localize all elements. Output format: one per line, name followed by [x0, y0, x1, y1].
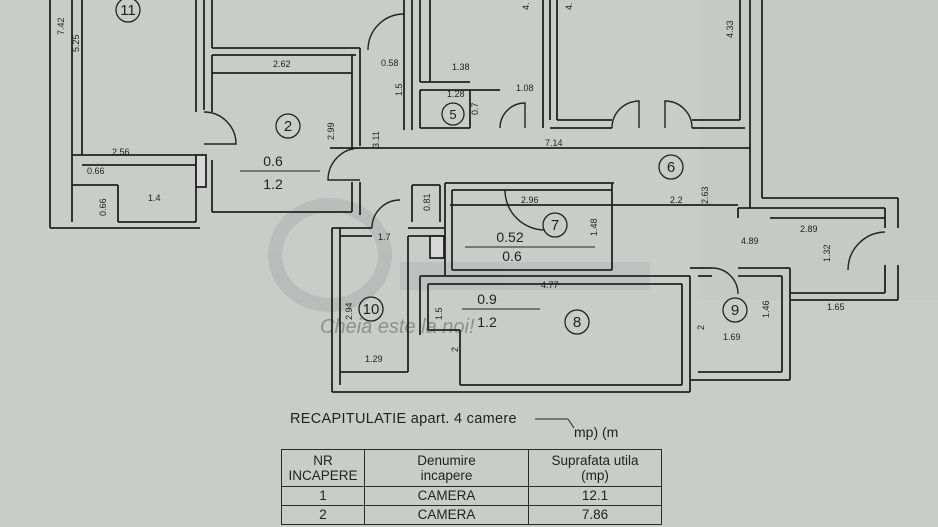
dim-label: 4.	[521, 2, 531, 10]
window-label: 0.6	[502, 248, 522, 264]
window-label: 0.9	[477, 291, 497, 307]
room-number-7: 7	[551, 217, 559, 234]
dim-label: 1.4	[148, 193, 161, 203]
cell-name: CAMERA	[364, 486, 529, 506]
dim-label: 1.29	[365, 354, 383, 364]
room-number-6: 6	[667, 159, 675, 176]
room-summary-table: NR INCAPERE Denumire incapere Suprafata …	[281, 449, 662, 525]
dim-label: 1.7	[378, 232, 391, 242]
recap-units: mp) (m	[574, 424, 619, 440]
room-number-11: 11	[120, 2, 136, 19]
cell-nr: 2	[281, 505, 365, 525]
cell-name: CAMERA	[364, 505, 529, 525]
dim-label: 5.25	[71, 34, 81, 52]
dim-label: 1.08	[516, 83, 534, 93]
dim-label: 1.69	[723, 332, 741, 342]
dim-label: 2.99	[326, 122, 336, 140]
dim-label: 4.89	[741, 236, 759, 246]
dim-label: 4.33	[725, 20, 735, 38]
dim-label: 0.66	[98, 198, 108, 216]
header-area: Suprafata utila (mp)	[528, 449, 662, 487]
dim-label: 2.2	[670, 195, 683, 205]
cell-nr: 1	[281, 486, 365, 506]
cell-area: 7.86	[528, 505, 662, 525]
dim-label: 7.42	[56, 17, 66, 35]
room-number-5: 5	[449, 107, 456, 122]
dim-label: 0.81	[422, 193, 432, 211]
door-swings	[203, 13, 886, 295]
cell-area: 12.1	[528, 486, 662, 506]
dim-label: 4.	[564, 2, 574, 10]
dim-label: 2.94	[344, 302, 354, 320]
table-row: 1 CAMERA 12.1	[281, 486, 662, 506]
watermark-subtitle: Cheia este la noi!	[320, 316, 475, 338]
table-row: 2 CAMERA 7.86	[281, 505, 662, 525]
dim-label: 2.89	[800, 224, 818, 234]
room-number-8: 8	[573, 314, 581, 331]
dim-label: 1.65	[827, 302, 845, 312]
dim-label: 3.11	[371, 131, 381, 148]
watermark: Cheia este la noi!	[268, 198, 650, 338]
room-numbers: 11 2 5 6 7 8 9 10	[120, 2, 739, 331]
window-label: 1.2	[263, 176, 283, 192]
header-nr: NR INCAPERE	[281, 449, 365, 487]
dim-label: 2.56	[112, 147, 130, 157]
dimension-labels: 7.42 5.25 2.62 0.58 1.38 4. 4. 4.33 1.5 …	[56, 2, 845, 364]
dim-label: 7.14	[545, 138, 563, 148]
room-number-9: 9	[731, 302, 739, 319]
dim-label: 1.38	[452, 62, 470, 72]
header-name: Denumire incapere	[364, 449, 529, 487]
room-markers	[115, 0, 748, 335]
dim-label: 1.32	[822, 244, 832, 262]
dim-label: 2.96	[521, 195, 539, 205]
room-number-2: 2	[284, 118, 292, 135]
dim-label: 0.58	[381, 58, 399, 68]
dim-label: 1.5	[434, 307, 444, 320]
dim-label: 2	[450, 347, 460, 352]
dim-label: 1.5	[394, 83, 404, 96]
dim-label: 1.46	[761, 300, 771, 318]
dim-label: 0.7	[470, 102, 480, 115]
recap-title: RECAPITULATIE apart. 4 camere	[290, 411, 517, 427]
dim-label: 0.66	[87, 166, 105, 176]
room-number-10: 10	[363, 301, 380, 318]
dim-label: 2.62	[273, 59, 291, 69]
window-label: 0.6	[263, 153, 283, 169]
dim-label: 1.28	[447, 89, 465, 99]
table-header-row: NR INCAPERE Denumire incapere Suprafata …	[281, 449, 662, 487]
walls	[49, 0, 899, 393]
dim-label: 2.63	[700, 186, 710, 204]
window-label: 0.52	[496, 229, 523, 245]
dim-label: 1.48	[589, 218, 599, 236]
dim-label: 4.77	[541, 280, 559, 290]
window-label: 1.2	[477, 314, 497, 330]
dim-label: 2	[696, 325, 706, 330]
window-labels: 0.6 1.2 0.52 0.6 0.9 1.2	[240, 153, 595, 330]
